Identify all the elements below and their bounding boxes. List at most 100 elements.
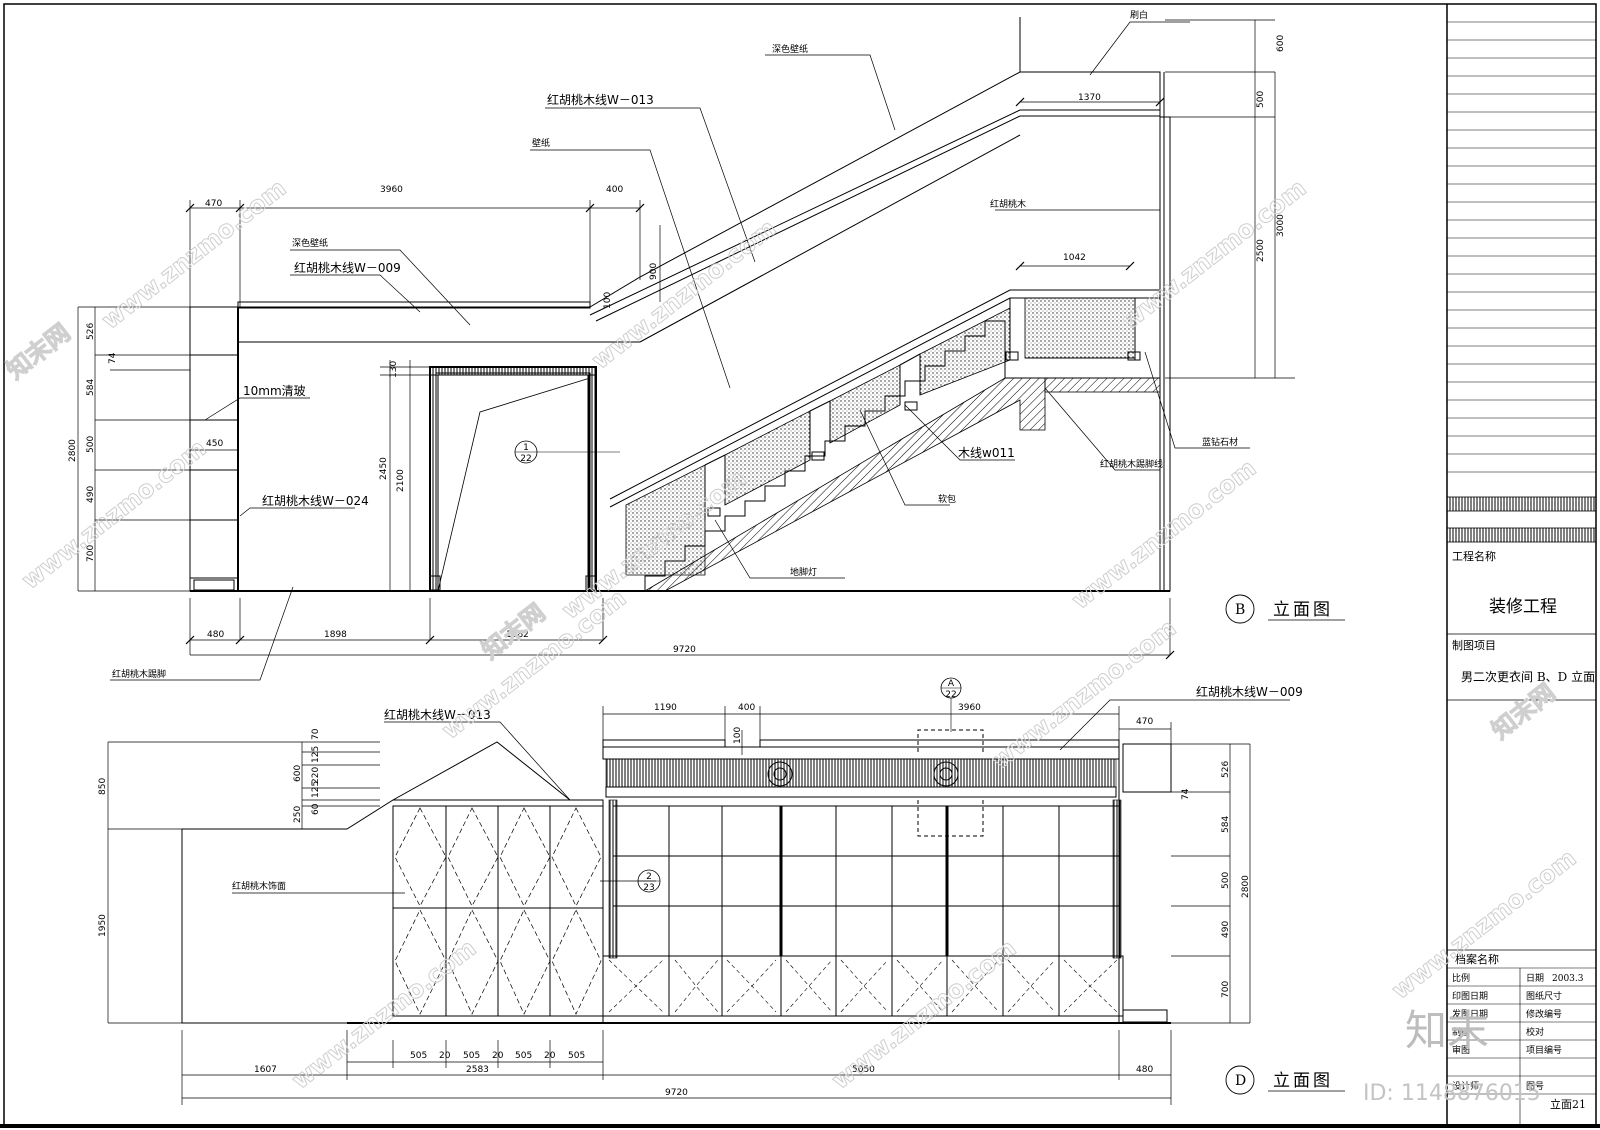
ann-lanzuan: 蓝钻石材 xyxy=(1202,436,1238,448)
dim-9720-b: 9720 xyxy=(673,645,696,655)
tb-archive-label: 档案名称 xyxy=(1455,952,1499,966)
leaders-b xyxy=(110,21,1250,681)
elevation-d xyxy=(181,729,1172,1024)
tb-paper-size: 图纸尺寸 xyxy=(1526,990,1562,1002)
tb-designer: 设计师 xyxy=(1452,1080,1479,1092)
door-frame-b xyxy=(429,366,597,592)
glass-grid-cabinet xyxy=(612,805,1121,957)
dims-b-lines xyxy=(77,19,1295,656)
dim-505b-d: 505 xyxy=(463,1051,480,1061)
dim-250-d: 250 xyxy=(293,806,303,823)
annotations-d: 红胡桃木线W－013 红胡桃木线W－009 红胡桃木饰面 xyxy=(232,684,1303,892)
dim-74-b: 74 xyxy=(108,352,118,364)
dim-480-d: 480 xyxy=(1136,1065,1153,1075)
dim-900-b: 900 xyxy=(649,263,659,280)
dim-70-d: 70 xyxy=(311,728,321,740)
sheet-frame xyxy=(0,3,1600,1128)
wall-outline-b xyxy=(189,71,1171,592)
dim-526-b: 526 xyxy=(86,323,96,340)
dim-ticks-b xyxy=(185,97,1175,660)
right-glass-cabinet-d xyxy=(1122,743,1172,793)
dimension-text-b: 600 500 1370 3000 2500 1042 3960 400 470… xyxy=(68,35,1286,655)
ann-w009-d: 红胡桃木线W－009 xyxy=(1196,684,1303,699)
tb-print-date: 印图日期 xyxy=(1452,990,1488,1002)
tb-check: 校对 xyxy=(1526,1026,1544,1038)
dim-1370-b: 1370 xyxy=(1078,93,1101,103)
detail-ref-d-2-top: 2 xyxy=(646,872,652,882)
stair-rail-b xyxy=(609,289,1160,500)
cornice-d xyxy=(602,746,1120,760)
dim-20a-d: 20 xyxy=(439,1051,451,1061)
tb-publish-date: 发图日期 xyxy=(1452,1008,1488,1020)
tb-date-label: 日期 xyxy=(1526,973,1544,984)
dim-2800-b: 2800 xyxy=(68,439,78,462)
dim-74-d: 74 xyxy=(1181,788,1191,800)
dim-490-d: 490 xyxy=(1221,921,1231,938)
dim-2100-b: 2100 xyxy=(396,469,406,492)
dim-5050-d: 5050 xyxy=(852,1065,875,1075)
title-block xyxy=(1446,21,1597,1126)
dim-526-d: 526 xyxy=(1221,761,1231,778)
tb-project-name: 装修工程 xyxy=(1489,597,1557,617)
dim-2450-b: 2450 xyxy=(379,457,389,480)
watermark-site-5: www.znzmo.com xyxy=(556,464,751,625)
dim-1607-d: 1607 xyxy=(254,1065,277,1075)
elevation-label-d: D 立面图 xyxy=(1225,1065,1345,1095)
detail-ref-d-a-bottom: 22 xyxy=(945,690,956,700)
elevation-b xyxy=(189,17,1171,592)
watermark-brand: 知末 xyxy=(1405,1006,1489,1055)
ann-w009-b: 红胡桃木线W－009 xyxy=(294,260,401,275)
tb-revision: 修改编号 xyxy=(1526,1008,1562,1020)
watermark-site-10: www.znzmo.com xyxy=(826,934,1021,1095)
dim-20b-d: 20 xyxy=(492,1051,504,1061)
dim-60-d: 60 xyxy=(311,803,321,815)
dim-3960-d: 3960 xyxy=(958,703,981,713)
elevation-title-b: 立面图 xyxy=(1273,600,1333,620)
dim-505a-d: 505 xyxy=(410,1051,427,1061)
elevation-letter-b: B xyxy=(1235,602,1245,618)
ann-shense-bizhi-top: 深色壁纸 xyxy=(772,43,808,55)
watermark-site-8: www.znzmo.com xyxy=(986,614,1181,775)
dim-1950-d: 1950 xyxy=(98,914,108,937)
ann-bizhi: 壁纸 xyxy=(532,137,550,149)
watermark-site-3: www.znzmo.com xyxy=(1116,174,1311,335)
tb-review: 审图 xyxy=(1452,1044,1470,1056)
ann-shense-bizhi-left: 深色壁纸 xyxy=(292,237,328,249)
dim-3960-b: 3960 xyxy=(380,185,403,195)
tb-sheet-value: 立面21 xyxy=(1550,1097,1586,1111)
dim-3000-b: 3000 xyxy=(1276,214,1286,237)
stair-steps-b xyxy=(644,320,1160,591)
dim-850-d: 850 xyxy=(98,778,108,795)
dim-220-d: 220 xyxy=(311,767,321,784)
dim-20c-d: 20 xyxy=(544,1051,556,1061)
tb-sheet-no: 图号 xyxy=(1526,1081,1544,1092)
ann-ruanbao: 软包 xyxy=(938,493,956,505)
tb-date-value: 2003.3 xyxy=(1552,974,1584,984)
dim-700-d: 700 xyxy=(1221,981,1231,998)
dim-700-b: 700 xyxy=(86,545,96,562)
dims-d-lines xyxy=(107,706,1251,1105)
padded-panel-3 xyxy=(829,364,901,444)
tb-scale-label: 比例 xyxy=(1452,972,1470,984)
tb-item-value: 男二次更衣间 B、D 立面 xyxy=(1461,669,1595,684)
detail-ref-b: 1 22 xyxy=(514,440,620,464)
dim-130-b: 130 xyxy=(389,361,399,378)
ann-w013-d: 红胡桃木线W－013 xyxy=(384,707,491,722)
ann-glass: 10mm清玻 xyxy=(243,384,306,398)
watermark-image-id: ID: 1148876015 xyxy=(1363,1081,1541,1106)
watermark-site-4: www.znzmo.com xyxy=(16,434,211,595)
detail-ref-d-2-bottom: 23 xyxy=(643,883,654,893)
dim-400-b: 400 xyxy=(606,185,623,195)
dim-125b-d: 125 xyxy=(311,781,321,798)
tb-project-name-label: 工程名称 xyxy=(1452,549,1496,563)
dim-400-d: 400 xyxy=(738,703,755,713)
dim-505c-d: 505 xyxy=(515,1051,532,1061)
elevation-letter-d: D xyxy=(1235,1073,1246,1089)
dim-500b-b: 500 xyxy=(86,436,96,453)
dim-480-b: 480 xyxy=(207,630,224,640)
dim-600-b: 600 xyxy=(1276,35,1286,52)
dim-2500-b: 2500 xyxy=(1256,239,1266,262)
lower-cabinet-d xyxy=(602,955,1124,1017)
dim-584-b: 584 xyxy=(86,379,96,396)
